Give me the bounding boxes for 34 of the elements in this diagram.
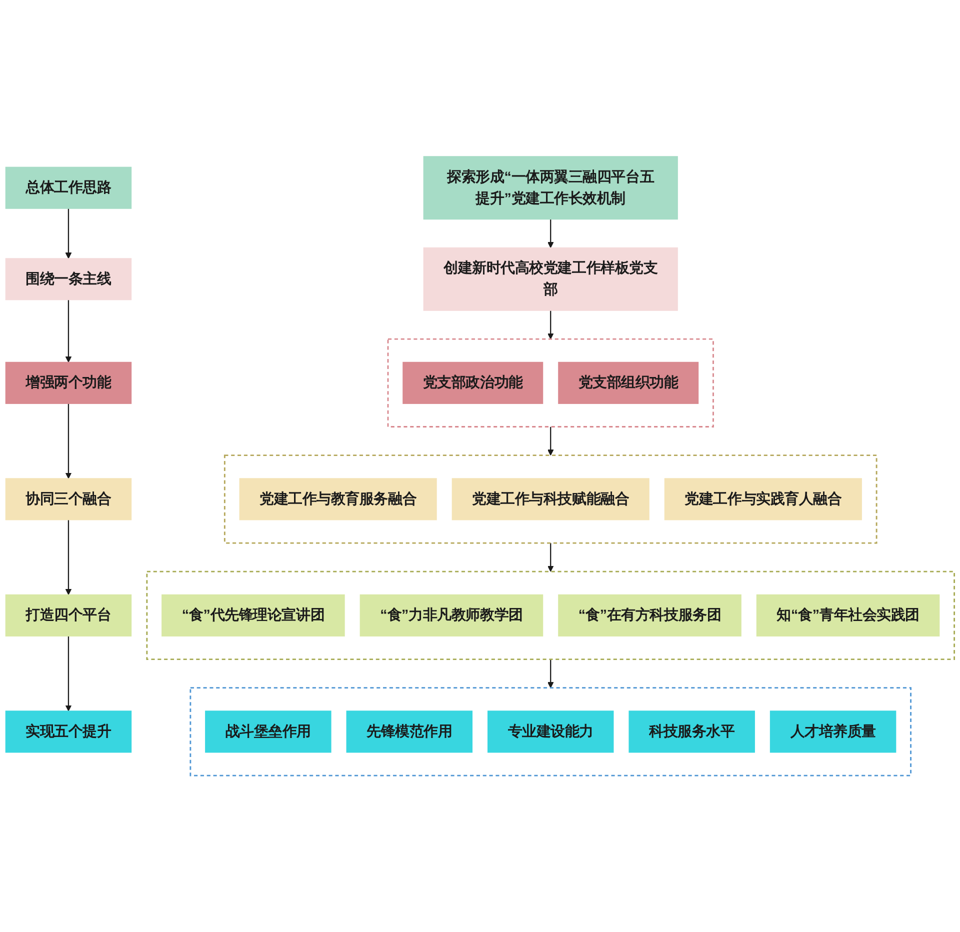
node-box: “食”力非凡教师教学团 bbox=[360, 594, 544, 636]
node-box: 党支部政治功能 bbox=[402, 362, 544, 404]
node-box: 创建新时代高校党建工作样板党支部 bbox=[423, 247, 678, 311]
arrow bbox=[65, 404, 72, 479]
node-box: 围绕一条主线 bbox=[5, 258, 132, 300]
node-box: “食”代先锋理论宣讲团 bbox=[162, 594, 345, 636]
node-box: 知“食”青年社会实践团 bbox=[756, 594, 940, 636]
arrow bbox=[65, 300, 72, 362]
node-box: 党建工作与科技赋能融合 bbox=[452, 478, 650, 520]
cluster bbox=[224, 454, 878, 544]
node-box: 党支部组织功能 bbox=[558, 362, 699, 404]
arrow bbox=[547, 426, 554, 456]
node-box: 协同三个融合 bbox=[5, 478, 132, 520]
node-box: 专业建设能力 bbox=[487, 710, 614, 753]
node-box: 人才培养质量 bbox=[770, 710, 896, 753]
node-box: 探索形成“一体两翼三融四平台五提升”党建工作长效机制 bbox=[423, 156, 678, 220]
cluster bbox=[387, 338, 714, 428]
node-box: 总体工作思路 bbox=[5, 166, 132, 209]
cluster bbox=[190, 687, 912, 776]
node-box: 实现五个提升 bbox=[5, 710, 132, 753]
arrow bbox=[65, 636, 72, 712]
arrow bbox=[547, 659, 554, 688]
node-box: 党建工作与教育服务融合 bbox=[239, 478, 437, 520]
node-box: “食”在有方科技服务团 bbox=[558, 594, 742, 636]
node-box: 科技服务水平 bbox=[628, 710, 755, 753]
arrow bbox=[65, 520, 72, 596]
cluster bbox=[146, 570, 955, 660]
node-box: 战斗堡垒作用 bbox=[205, 710, 332, 753]
arrow bbox=[65, 208, 72, 259]
arrow bbox=[547, 310, 554, 340]
arrow bbox=[547, 219, 554, 248]
node-box: 党建工作与实践育人融合 bbox=[664, 478, 862, 520]
node-box: 先锋模范作用 bbox=[346, 710, 473, 753]
arrow bbox=[547, 543, 554, 572]
